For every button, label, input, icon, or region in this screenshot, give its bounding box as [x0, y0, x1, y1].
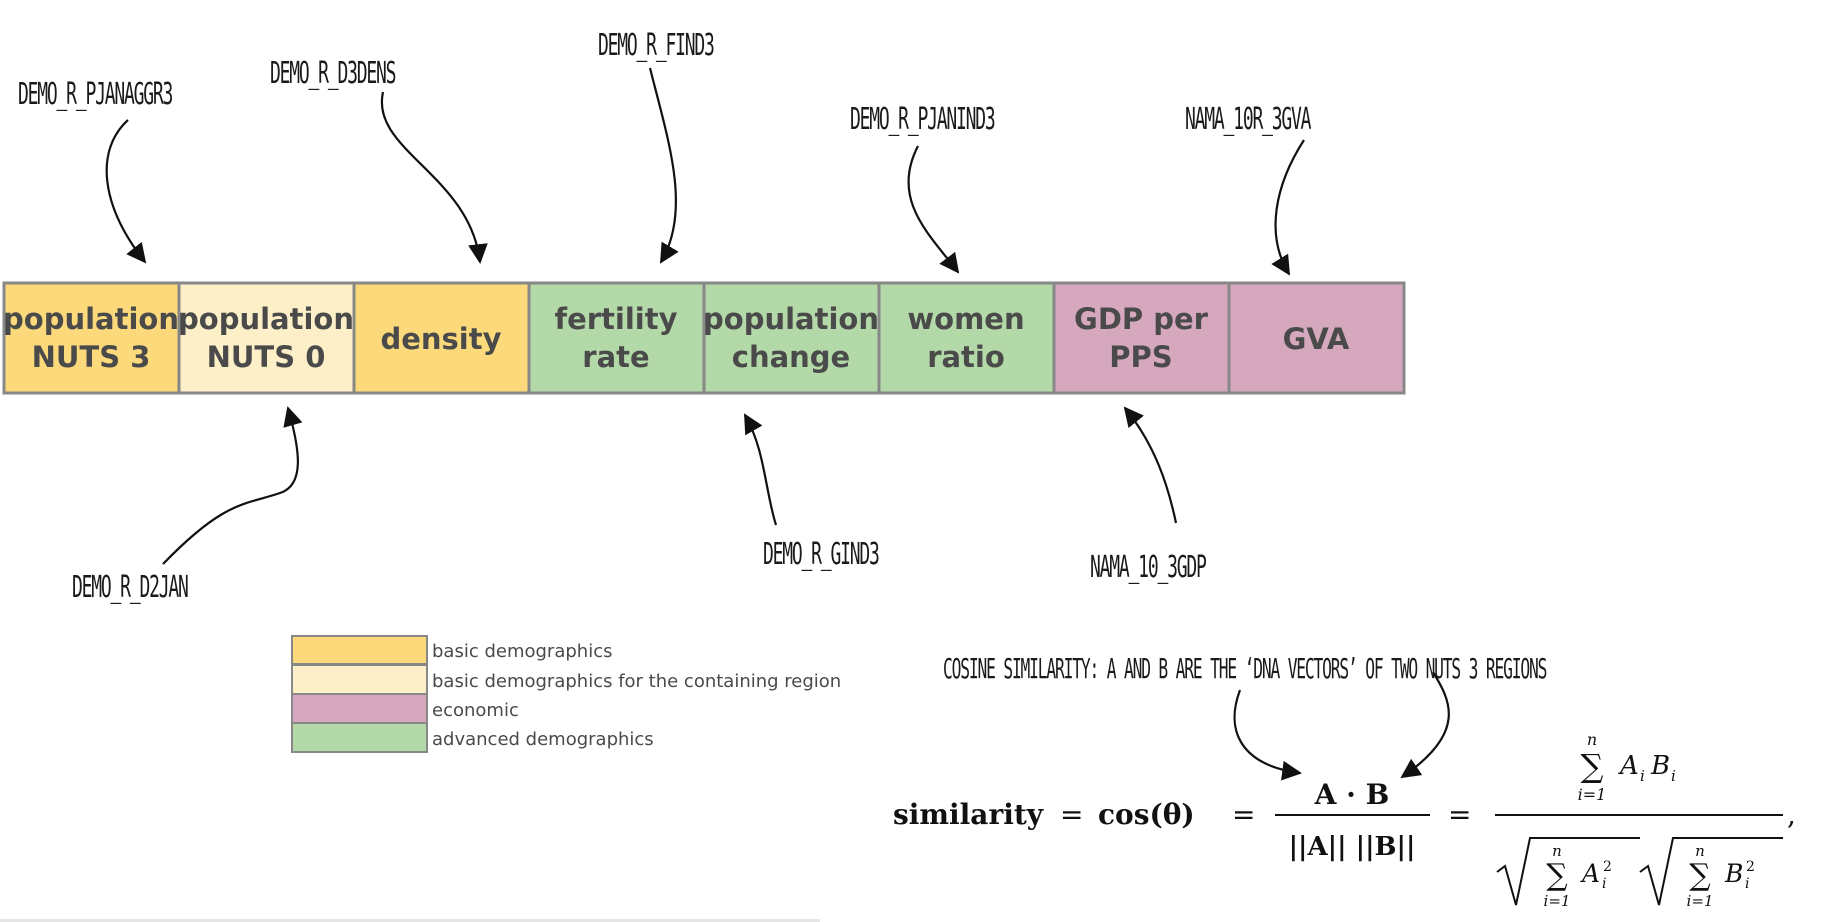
box-population-nuts3-line2: NUTS 3	[32, 340, 151, 374]
box-women-ratio-line1: women	[907, 302, 1024, 336]
label-nama-10r-3gva: NAMA_10R_3GVA	[1185, 102, 1311, 137]
num-a: A	[1618, 751, 1639, 781]
arrow-d2jan	[162, 406, 303, 565]
box-fertility-rate: fertility rate	[527, 281, 706, 395]
arrow-find3	[648, 67, 679, 264]
sum-top-2: n	[1552, 842, 1562, 860]
formula-eq-3: =	[1448, 798, 1471, 831]
legend-item-basic: basic demographics	[291, 635, 612, 665]
den-b: B	[1724, 859, 1743, 888]
box-population-nuts0-line1: population	[178, 302, 354, 336]
legend-label-basic: basic demographics	[432, 641, 612, 662]
box-women-ratio-line2: ratio	[927, 340, 1005, 374]
cosine-formula: similarity = cos(θ) = A · B ||A|| ||B|| …	[893, 730, 1796, 910]
formula-lhs: similarity	[893, 798, 1044, 831]
box-gva: GVA	[1227, 281, 1406, 395]
box-population-nuts3: population NUTS 3	[2, 281, 181, 395]
den-a-sub: i	[1602, 876, 1606, 892]
box-fertility-rate-line2: rate	[582, 340, 649, 374]
den-a-sup: 2	[1603, 859, 1612, 875]
den-b-sub: i	[1745, 876, 1749, 892]
label-demo-r-d2jan: DEMO_R_D2JAN	[72, 570, 189, 605]
formula-denominator-norms: ||A|| ||B||	[1289, 832, 1416, 862]
num-b-sub: i	[1671, 767, 1676, 785]
legend-label-basic-containing: basic demographics for the containing re…	[432, 671, 841, 692]
label-demo-r-pjanaggr3: DEMO_R_PJANAGGR3	[18, 77, 173, 112]
vector-row: population NUTS 3 population NUTS 0 dens…	[2, 281, 1406, 395]
box-population-nuts0: population NUTS 0	[177, 281, 356, 395]
sqrt-2	[1639, 837, 1783, 906]
arrow-d3dens	[380, 91, 488, 264]
label-demo-r-d3dens: DEMO_R_D3DENS	[270, 56, 396, 91]
formula-eq-1: =	[1060, 798, 1083, 831]
legend-item-advanced: advanced demographics	[291, 722, 654, 753]
sum-bottom-3: i=1	[1687, 892, 1714, 910]
sum-top-1: n	[1587, 730, 1597, 749]
box-gva-line1: GVA	[1283, 322, 1350, 356]
arrow-caption-a	[1233, 689, 1302, 781]
label-demo-r-pjanind3: DEMO_R_PJANIND3	[850, 102, 996, 137]
legend-label-advanced: advanced demographics	[432, 729, 654, 750]
arrows	[105, 67, 1450, 781]
label-nama-10-3gdp: NAMA_10_3GDP	[1090, 550, 1207, 585]
box-population-nuts3-line1: population	[3, 302, 179, 336]
box-gdp-per-pps-line1: GDP per	[1074, 302, 1209, 336]
legend: basic demographics basic demographics fo…	[291, 635, 841, 753]
box-gdp-per-pps: GDP per PPS	[1052, 281, 1231, 395]
cosine-caption: COSINE SIMILARITY: A AND B ARE THE ‘DNA …	[943, 652, 1547, 685]
formula-eq-2: =	[1232, 798, 1255, 831]
box-density-line1: density	[380, 322, 501, 356]
formula-cos: cos(θ)	[1098, 798, 1195, 831]
arrow-3gdp	[1123, 406, 1178, 524]
formula-numerator-dot: A · B	[1314, 778, 1390, 811]
box-women-ratio: women ratio	[877, 281, 1056, 395]
sum-sign-3: ∑	[1689, 858, 1711, 893]
box-population-change-line2: change	[732, 340, 850, 374]
arrow-3gva	[1271, 139, 1305, 276]
sum-sign-1: ∑	[1581, 747, 1604, 785]
box-density: density	[352, 281, 531, 395]
label-demo-r-gind3: DEMO_R_GIND3	[763, 537, 880, 572]
box-population-change-line1: population	[703, 302, 879, 336]
legend-item-basic-containing: basic demographics for the containing re…	[291, 664, 841, 695]
arrow-pjanaggr3	[105, 119, 147, 264]
arrow-pjanind3	[907, 145, 960, 274]
arrow-caption-b	[1400, 671, 1450, 779]
legend-item-economic: economic	[291, 693, 519, 724]
sum-top-3: n	[1695, 842, 1705, 860]
legend-label-economic: economic	[432, 700, 519, 721]
sqrt-1	[1496, 837, 1640, 906]
den-a: A	[1580, 859, 1600, 888]
box-gdp-per-pps-line2: PPS	[1109, 340, 1172, 374]
sum-bottom-1: i=1	[1578, 785, 1607, 804]
den-b-sup: 2	[1746, 859, 1755, 875]
formula-comma: ,	[1787, 798, 1796, 831]
sum-sign-2: ∑	[1546, 858, 1568, 893]
num-a-sub: i	[1640, 767, 1645, 785]
sum-bottom-2: i=1	[1544, 892, 1571, 910]
box-fertility-rate-line1: fertility	[554, 302, 677, 336]
num-b: B	[1650, 751, 1670, 781]
label-demo-r-find3: DEMO_R_FIND3	[598, 28, 715, 63]
arrow-gind3	[744, 413, 778, 526]
box-population-change: population change	[702, 281, 881, 395]
box-population-nuts0-line2: NUTS 0	[207, 340, 326, 374]
